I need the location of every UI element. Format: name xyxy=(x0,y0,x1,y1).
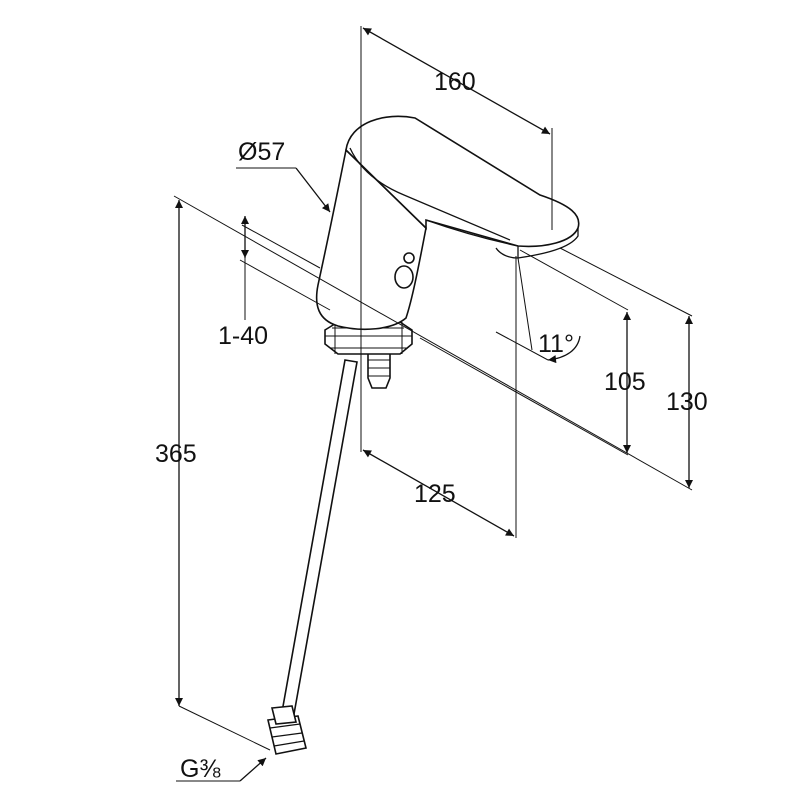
dim-label-105: 105 xyxy=(604,368,646,396)
sensor-window xyxy=(394,265,414,289)
dim-label-thread: G⅜ xyxy=(180,755,220,783)
dim-label-160: 160 xyxy=(434,68,476,96)
mounting-stud xyxy=(367,349,391,389)
supply-hose xyxy=(281,359,358,715)
dim-label-125: 125 xyxy=(414,480,456,508)
dim-label-130: 130 xyxy=(666,388,708,416)
sensor-dot xyxy=(403,252,415,264)
faucet-illustration xyxy=(267,115,580,755)
dim-label-365: 365 xyxy=(155,440,197,468)
dimension-lines xyxy=(173,26,693,782)
dim-label-1-40: 1-40 xyxy=(218,322,268,350)
dim-label-diameter: Ø57 xyxy=(238,138,285,166)
dim-label-angle: 11° xyxy=(538,330,574,358)
